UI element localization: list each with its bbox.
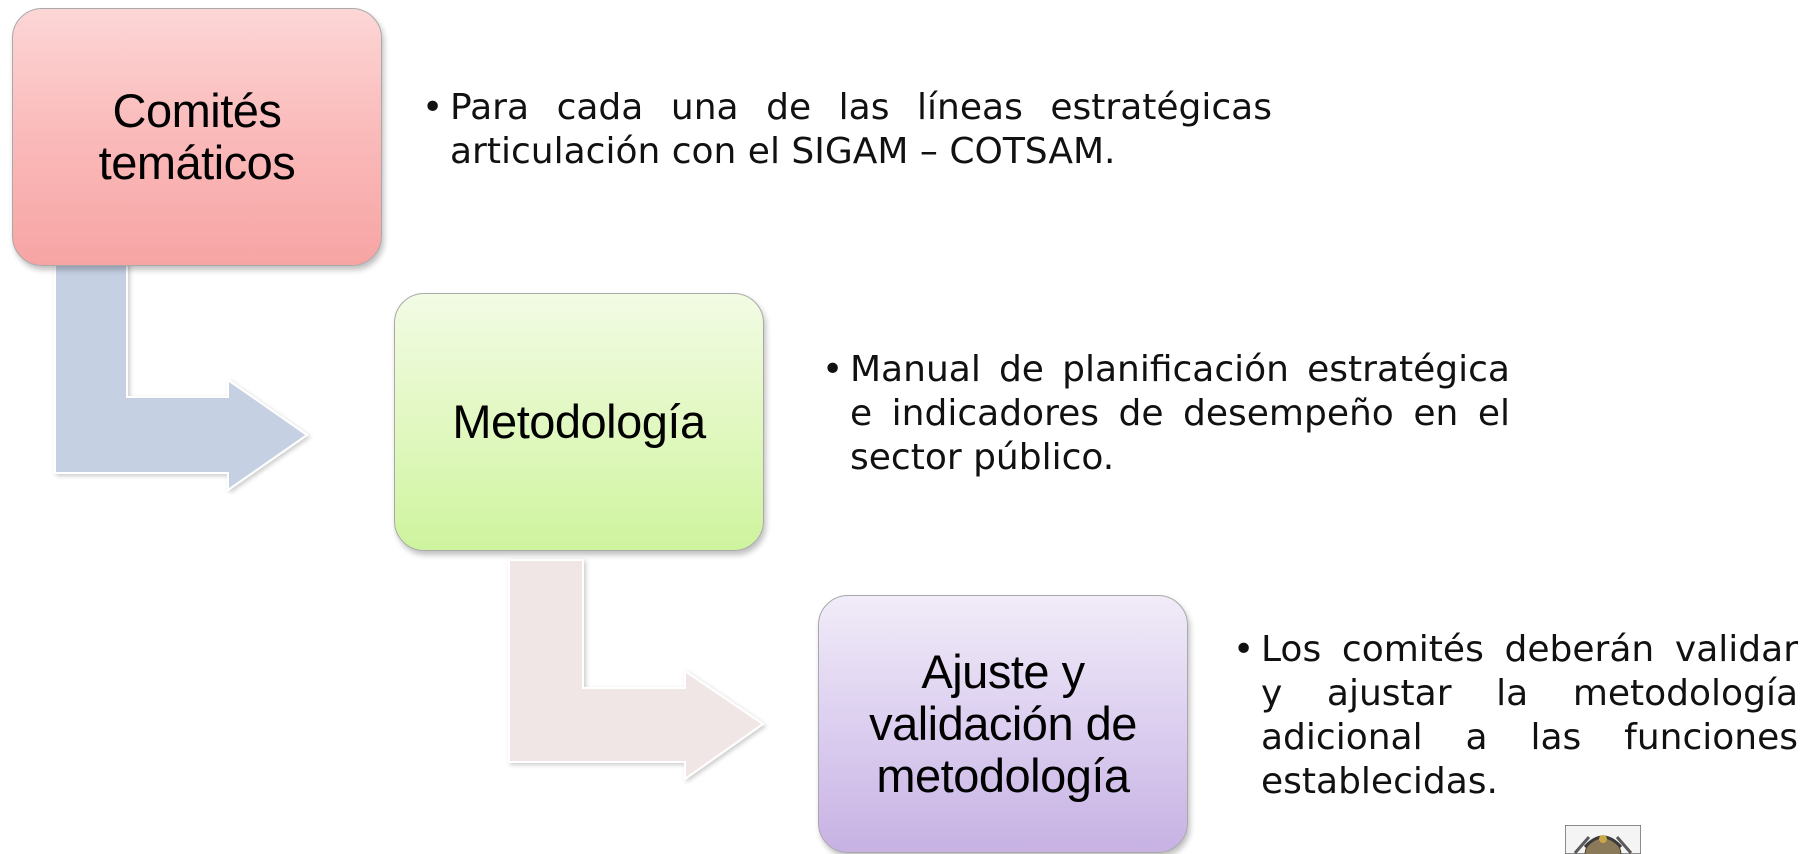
step-box-comites-tematicos: Comités temáticos: [12, 8, 382, 266]
bent-arrow-right-icon: [508, 559, 765, 781]
step-description-2: • Manual de planificación estratégica e …: [822, 348, 1510, 480]
bullet: •: [822, 349, 844, 390]
connector-arrow-1: [54, 262, 309, 492]
description-text: Para cada una de las líneas estratégicas…: [450, 87, 1272, 172]
description-text: Manual de planificación estratégica e in…: [850, 349, 1510, 478]
bent-arrow-right-icon: [54, 262, 309, 492]
step-label: Ajuste y validación de metodología: [869, 645, 1137, 802]
step-description-1: • Para cada una de las líneas estratégic…: [422, 86, 1272, 174]
connector-arrow-2: [508, 559, 765, 781]
step-box-metodologia: Metodología: [394, 293, 764, 551]
description-text: Los comités deberán validar y ajustar la…: [1261, 629, 1798, 802]
bullet: •: [1233, 629, 1255, 670]
step-label: Comités temáticos: [98, 84, 296, 189]
step-label: Metodología: [452, 395, 706, 448]
step-box-ajuste-validacion: Ajuste y validación de metodología: [818, 595, 1188, 853]
coat-of-arms-logo: [1565, 825, 1641, 854]
bullet: •: [422, 87, 444, 128]
step-description-3: • Los comités deberán validar y ajustar …: [1233, 628, 1798, 804]
